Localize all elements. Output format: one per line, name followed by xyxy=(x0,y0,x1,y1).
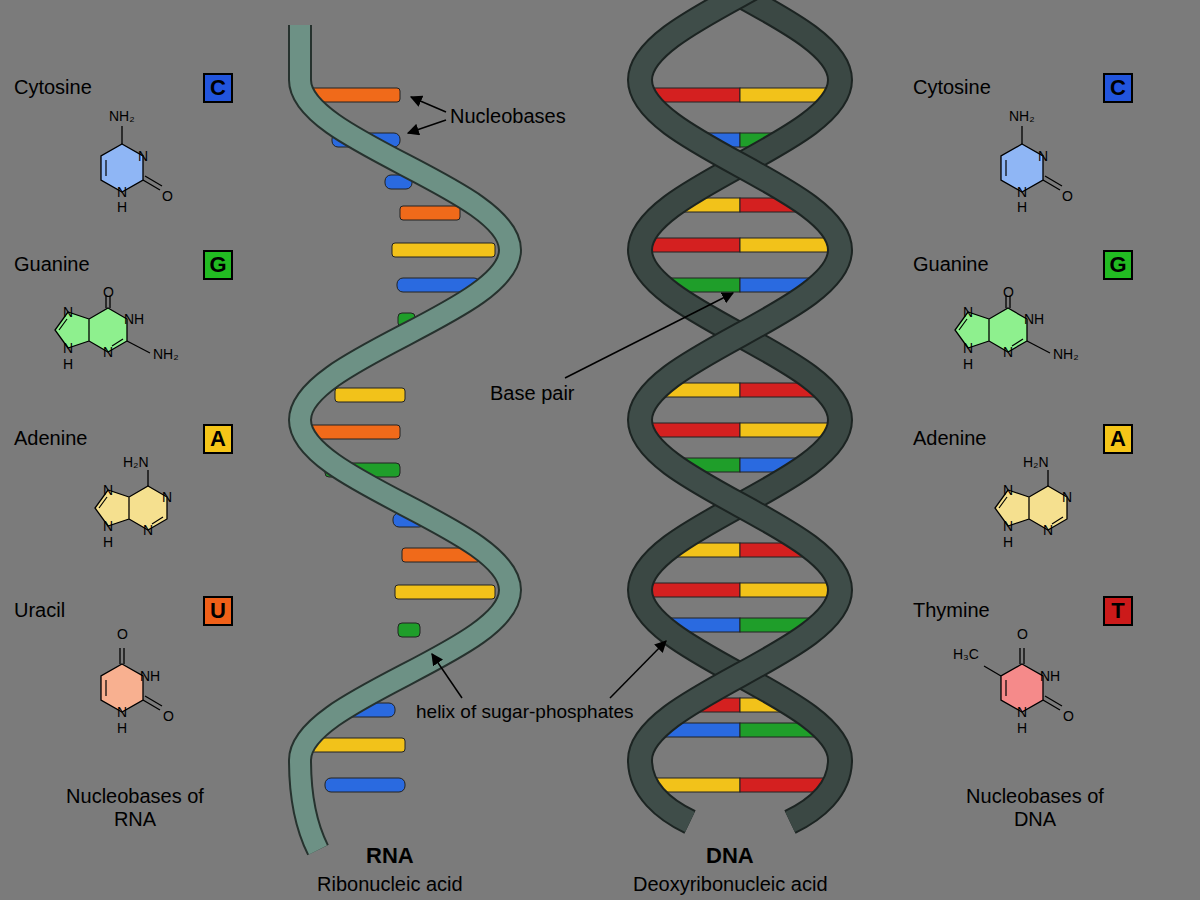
base-name: Cytosine xyxy=(14,76,92,99)
atom-label: N xyxy=(962,304,974,320)
cytosine-structure xyxy=(101,126,162,192)
base-letter-box: A xyxy=(203,424,233,454)
atom-label: N xyxy=(102,482,114,498)
base-letter: A xyxy=(1110,428,1126,450)
atom-label: O xyxy=(1002,284,1015,300)
base-name: Thymine xyxy=(913,599,990,622)
base-letter: G xyxy=(1109,254,1126,276)
base-letter: T xyxy=(1111,600,1124,622)
helix-subtitle: Deoxyribonucleic acid xyxy=(633,873,828,896)
atom-label: N xyxy=(1002,518,1014,534)
base-name: Guanine xyxy=(14,253,90,276)
base-letter-box: G xyxy=(1103,250,1133,280)
base-name: Adenine xyxy=(14,427,87,450)
base-letter: C xyxy=(210,77,226,99)
atom-label: H xyxy=(962,356,974,372)
atom-label: N xyxy=(161,489,173,505)
base-letter: G xyxy=(209,254,226,276)
callout-label: Nucleobases xyxy=(450,105,566,128)
thymine-structure xyxy=(984,648,1062,712)
base-name: Uracil xyxy=(14,599,65,622)
atom-label: N xyxy=(62,340,74,356)
atom-label: O xyxy=(116,626,129,642)
atom-label: N xyxy=(1016,184,1028,200)
atom-label: N xyxy=(62,304,74,320)
atom-label: O xyxy=(1061,188,1074,204)
atom-label: N xyxy=(102,344,114,360)
atom-label: H xyxy=(1002,534,1014,550)
helix-subtitle: Ribonucleic acid xyxy=(317,873,463,896)
atom-label: N xyxy=(1002,344,1014,360)
atom-label: N xyxy=(1037,148,1049,164)
base-letter-box: U xyxy=(203,596,233,626)
caption-text: Nucleobases of DNA xyxy=(960,785,1110,831)
base-name: Adenine xyxy=(913,427,986,450)
leader-lines xyxy=(408,97,733,698)
atom-label: N xyxy=(137,148,149,164)
helix-title: RNA xyxy=(366,843,414,868)
atom-label: NH xyxy=(1039,668,1061,684)
base-letter-box: C xyxy=(1103,73,1133,103)
atom-label: O xyxy=(1016,626,1029,642)
base-letter: U xyxy=(210,600,226,622)
base-name: Guanine xyxy=(913,253,989,276)
atom-label: NH xyxy=(139,668,161,684)
atom-label: H xyxy=(1016,199,1028,215)
atom-label: N xyxy=(102,518,114,534)
atom-label: N xyxy=(142,522,154,538)
atom-label: H xyxy=(116,720,128,736)
callout-label: Base pair xyxy=(490,382,575,405)
atom-label: H₂N xyxy=(1022,454,1050,470)
atom-label: H xyxy=(102,534,114,550)
atom-label: O xyxy=(162,708,175,724)
helix-title: DNA xyxy=(706,843,754,868)
atom-label: H₃C xyxy=(952,646,980,662)
atom-label: N xyxy=(116,184,128,200)
atom-label: N xyxy=(1002,482,1014,498)
base-letter-box: T xyxy=(1103,596,1133,626)
atom-label: H₂N xyxy=(122,454,150,470)
atom-label: H xyxy=(116,199,128,215)
atom-label: NH xyxy=(1023,311,1045,327)
atom-label: O xyxy=(102,284,115,300)
base-name: Cytosine xyxy=(913,76,991,99)
atom-label: H xyxy=(62,356,74,372)
atom-label: N xyxy=(962,340,974,356)
atom-label: NH₂ xyxy=(152,346,180,362)
atom-label: H xyxy=(1016,720,1028,736)
atom-label: N xyxy=(1016,704,1028,720)
atom-label: NH₂ xyxy=(108,108,136,124)
base-letter-box: G xyxy=(203,250,233,280)
callout-label: helix of sugar-phosphates xyxy=(416,701,634,723)
atom-label: NH₂ xyxy=(1052,346,1080,362)
base-letter-box: A xyxy=(1103,424,1133,454)
atom-label: O xyxy=(161,188,174,204)
caption-text: Nucleobases of RNA xyxy=(60,785,210,831)
cytosine-structure xyxy=(1001,126,1062,192)
rna-backbone xyxy=(300,25,510,850)
dna-backbone xyxy=(640,0,840,822)
base-letter: A xyxy=(210,428,226,450)
base-letter: C xyxy=(1110,77,1126,99)
atom-label: NH xyxy=(123,311,145,327)
atom-label: NH₂ xyxy=(1008,108,1036,124)
base-letter-box: C xyxy=(203,73,233,103)
atom-label: N xyxy=(116,704,128,720)
atom-label: N xyxy=(1061,489,1073,505)
atom-label: N xyxy=(1042,522,1054,538)
uracil-structure xyxy=(101,648,162,712)
atom-label: O xyxy=(1062,708,1075,724)
